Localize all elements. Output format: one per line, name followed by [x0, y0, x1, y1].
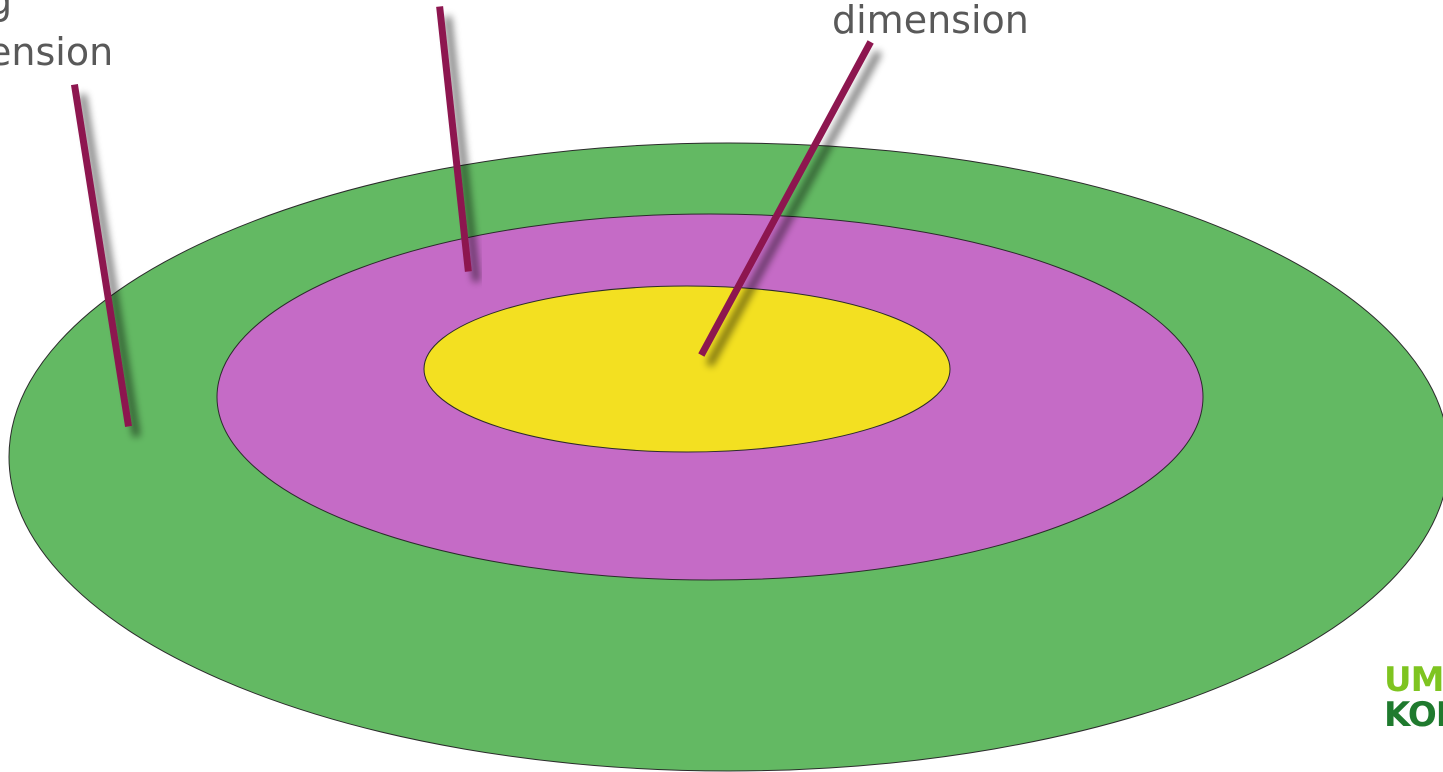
pointer-right [698, 40, 874, 357]
inner-ring [423, 285, 951, 453]
right-dimension-label: dimension [832, 0, 1029, 42]
pointer-left [70, 83, 133, 428]
pointer-middle [436, 6, 472, 272]
left-dimension-label-line1: g [0, 0, 13, 23]
logo-line2: KOÑ [1384, 695, 1443, 735]
left-dimension-label-line2: ension [0, 30, 114, 74]
logo-line1: UMI [1384, 660, 1443, 700]
